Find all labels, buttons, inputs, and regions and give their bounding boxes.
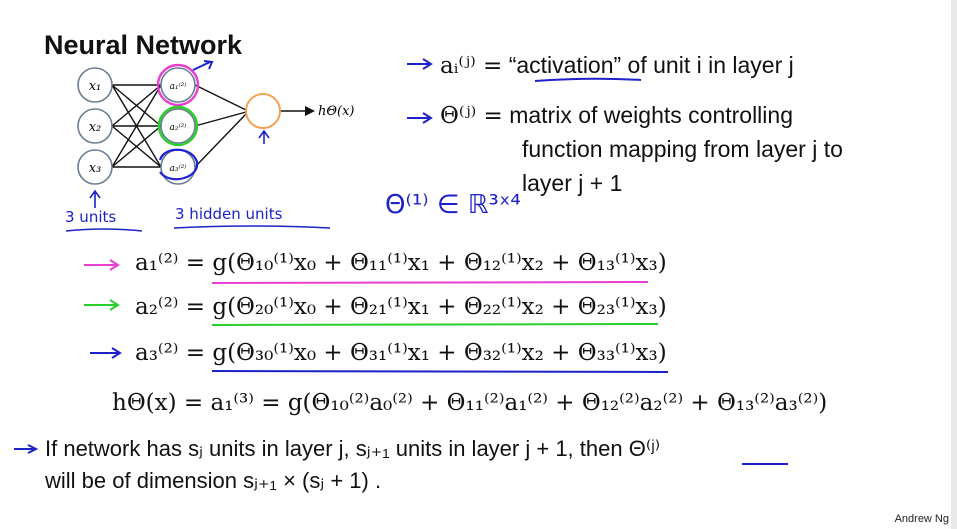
input-label-2: x₂	[89, 120, 102, 135]
theta-symbol: Θ⁽ʲ⁾ =	[440, 103, 503, 129]
activation-symbol: aᵢ⁽ʲ⁾ =	[440, 53, 503, 79]
input-node-3	[77, 149, 113, 185]
equation-a2-underline	[211, 323, 659, 326]
hidden-label-1: a₁⁽²⁾	[169, 81, 186, 92]
input-label-3: x₃	[89, 161, 102, 176]
blue-arrow-icon	[90, 347, 122, 359]
author-credit: Andrew Ng	[894, 513, 949, 525]
equation-a1: a₁⁽²⁾ = g(Θ₁₀⁽¹⁾x₀ + Θ₁₁⁽¹⁾x₁ + Θ₁₂⁽¹⁾x₂…	[135, 250, 667, 276]
up-arrow-icon	[258, 129, 270, 144]
slide-title: Neural Network	[44, 30, 243, 60]
hidden-note-underline	[173, 225, 331, 229]
equation-a3-underline	[211, 370, 669, 373]
bullet-line-1: If network has sⱼ units in layer j, sⱼ₊₁…	[45, 436, 661, 461]
input-node-1	[77, 67, 113, 103]
magenta-arrow-icon	[84, 259, 120, 271]
hidden-node-1-highlight	[156, 63, 200, 107]
arrow-pointer-icon	[405, 56, 435, 77]
definition-theta: Θ⁽ʲ⁾ = matrix of weights controlling	[440, 102, 793, 129]
connection-lines	[111, 84, 305, 168]
hidden-node-2	[160, 108, 196, 144]
theta-underline	[742, 463, 788, 465]
output-arrowhead	[305, 106, 315, 116]
hidden-node-2-highlight	[157, 105, 199, 147]
activation-text: “activation” of unit i in layer j	[508, 52, 794, 78]
green-arrow-icon	[84, 299, 120, 311]
network-diagram: x₁ x₂ x₃ a₁⁽²⁾ a₂⁽²⁾ a₃⁽²⁾ hΘ(x)	[77, 60, 355, 208]
equation-a3: a₃⁽²⁾ = g(Θ₃₀⁽¹⁾x₀ + Θ₃₁⁽¹⁾x₁ + Θ₃₂⁽¹⁾x₂…	[135, 340, 667, 366]
hidden-nodes: a₁⁽²⁾ a₂⁽²⁾ a₃⁽²⁾	[156, 63, 200, 185]
hidden-node-1	[160, 67, 196, 103]
hidden-node-3-highlight	[158, 148, 199, 181]
input-units-note: 3 units	[65, 208, 117, 226]
theta-dimension-note: Θ⁽¹⁾ ∈ ℝ³ˣ⁴	[385, 190, 521, 220]
equation-arrows	[84, 259, 122, 359]
output-node	[245, 93, 281, 129]
activation-underline	[534, 77, 642, 82]
input-nodes: x₁ x₂ x₃	[77, 67, 113, 185]
hidden-units-note: 3 hidden units	[175, 205, 283, 223]
equation-hypothesis: hΘ(x) = a₁⁽³⁾ = g(Θ₁₀⁽²⁾a₀⁽²⁾ + Θ₁₁⁽²⁾a₁…	[112, 390, 828, 416]
theta-text-2: function mapping from layer j to	[522, 136, 843, 162]
pointer-arrow-icon	[192, 60, 214, 71]
theta-text-3: layer j + 1	[522, 170, 623, 196]
theta-text-1: matrix of weights controlling	[509, 102, 793, 128]
input-label-1: x₁	[89, 79, 102, 94]
input-node-2	[77, 108, 113, 144]
bullet-line-2: will be of dimension sⱼ₊₁ × (sⱼ + 1) .	[45, 468, 382, 493]
input-note-underline	[65, 228, 143, 232]
bullet-arrow-icon	[12, 442, 40, 461]
right-edge-bar	[951, 0, 957, 529]
arrow-pointer-icon	[405, 110, 435, 131]
hidden-label-2: a₂⁽²⁾	[169, 122, 186, 133]
definition-activation: aᵢ⁽ʲ⁾ = “activation” of unit i in layer …	[440, 52, 794, 79]
up-arrow-icon	[89, 189, 101, 208]
equation-a1-underline	[211, 281, 649, 284]
equation-a2: a₂⁽²⁾ = g(Θ₂₀⁽¹⁾x₀ + Θ₂₁⁽¹⁾x₁ + Θ₂₂⁽¹⁾x₂…	[135, 294, 667, 320]
output-label: hΘ(x)	[318, 104, 355, 119]
hidden-label-3: a₃⁽²⁾	[169, 163, 186, 174]
